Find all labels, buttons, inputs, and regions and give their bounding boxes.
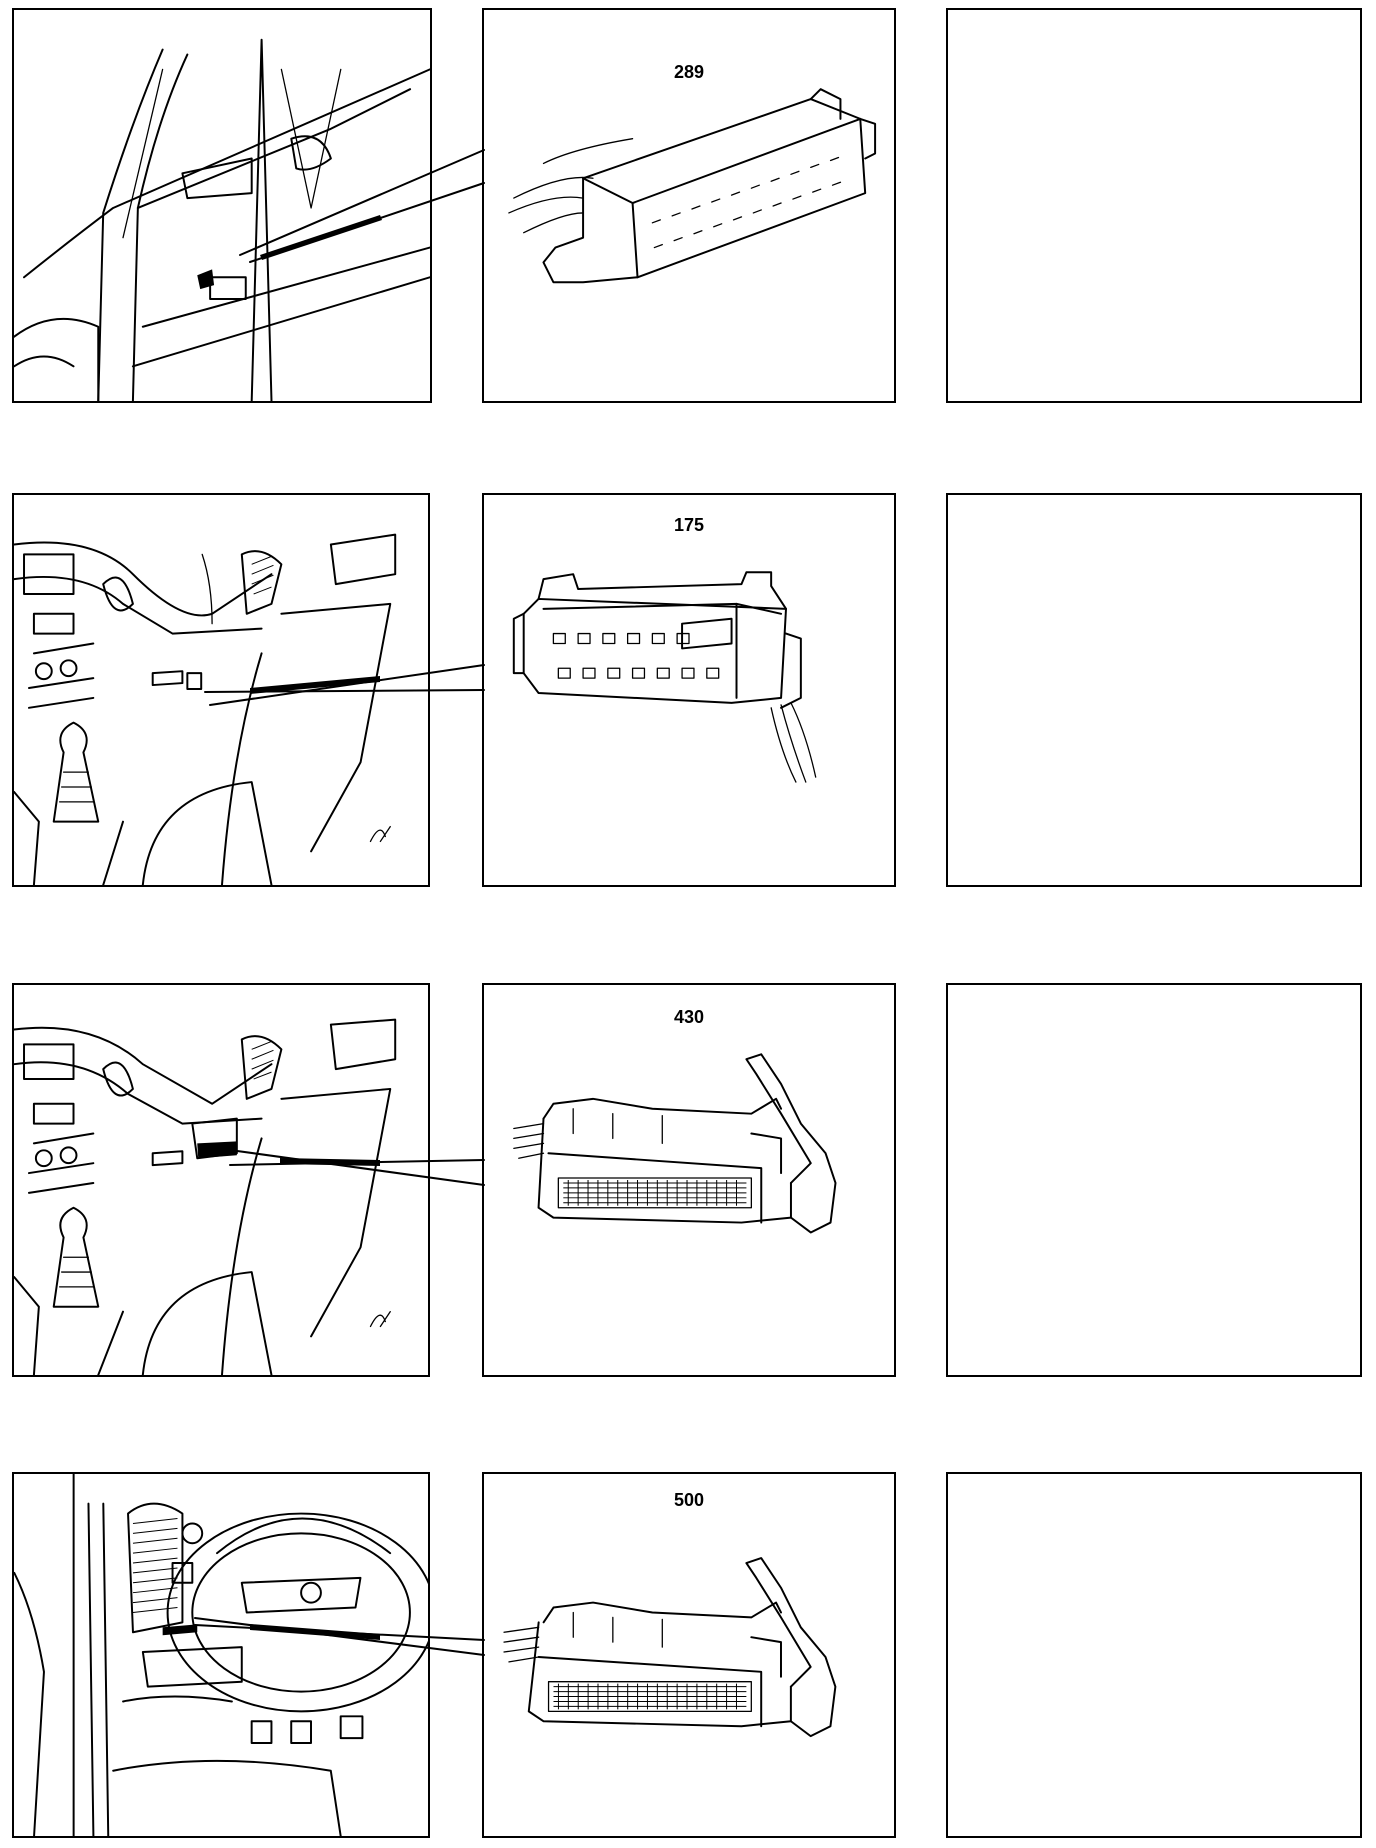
connector-number: 500 xyxy=(673,1490,705,1510)
connector-number: 175 xyxy=(673,515,705,535)
location-panel-row3 xyxy=(12,983,430,1377)
location-panel-row2 xyxy=(12,493,430,887)
connector-175-illustration xyxy=(512,571,817,783)
location-panel-row4 xyxy=(12,1472,430,1838)
connector-panel-row4: 500 xyxy=(482,1472,896,1838)
connector-430-illustration xyxy=(513,1053,837,1234)
connector-289-illustration xyxy=(508,88,877,284)
dashboard-glovebox-location-illustration xyxy=(14,1018,397,1375)
location-panel-row1 xyxy=(12,8,432,403)
connector-number: 289 xyxy=(673,62,705,82)
connector-panel-row1: 289 xyxy=(482,8,896,403)
connector-number: 430 xyxy=(673,1007,705,1027)
notes-panel-row4 xyxy=(946,1472,1362,1838)
connector-panel-row3: 430 xyxy=(482,983,896,1377)
connector-panel-row2: 175 xyxy=(482,493,896,887)
connector-500-illustration xyxy=(503,1557,837,1738)
notes-panel-row1 xyxy=(946,8,1362,403)
notes-panel-row2 xyxy=(946,493,1362,887)
notes-panel-row3 xyxy=(946,983,1362,1377)
car-door-location-illustration xyxy=(14,38,430,401)
steering-wheel-location-illustration xyxy=(14,1474,428,1836)
dashboard-passenger-location-illustration xyxy=(14,533,397,885)
